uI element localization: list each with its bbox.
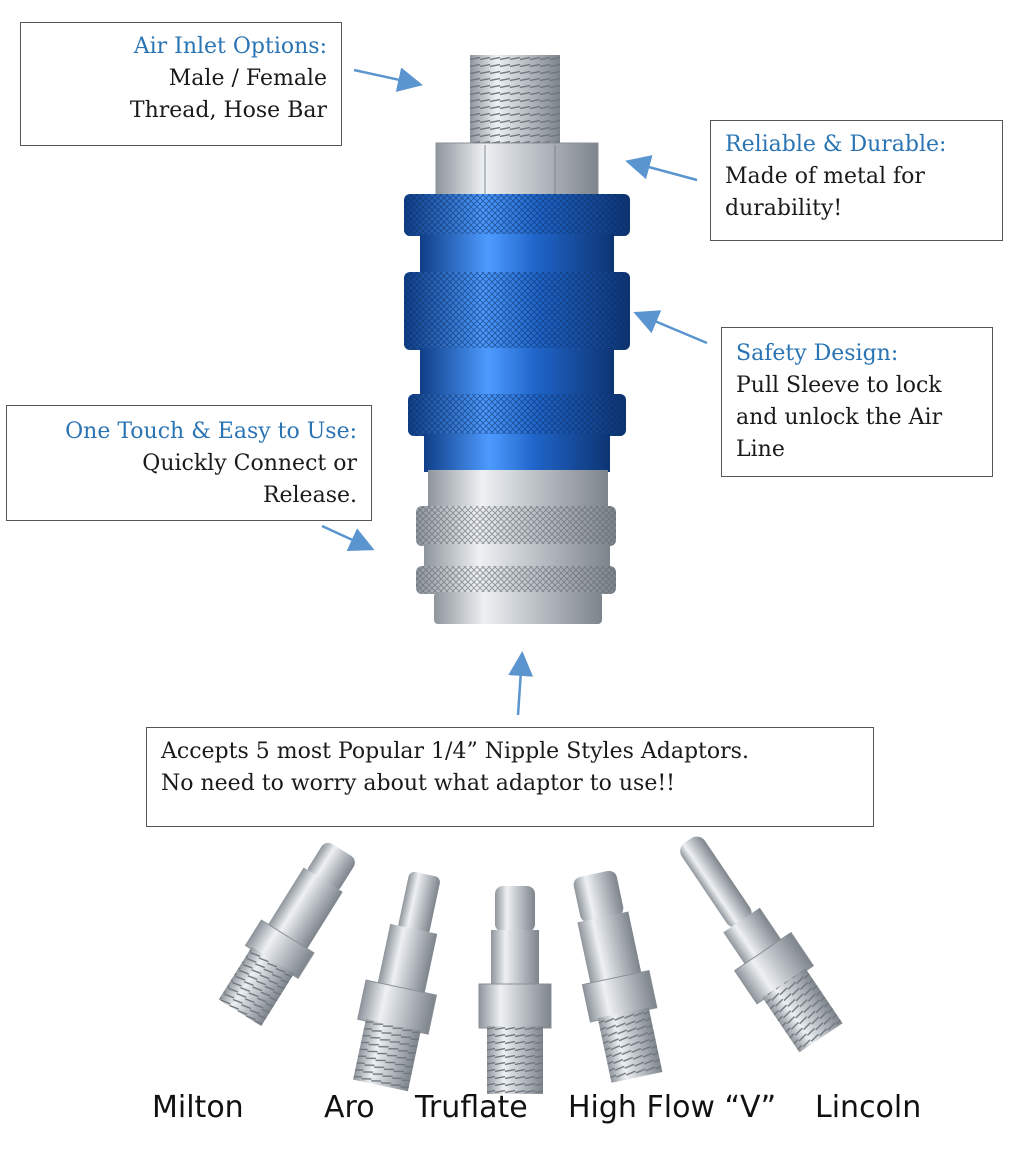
- arrow-icon: [625, 155, 698, 182]
- callout-reliable-durable: Reliable & Durable: Made of metal for du…: [710, 120, 1003, 241]
- callout-body: Made of metal for durability!: [725, 164, 925, 221]
- arrow-icon: [508, 651, 534, 716]
- callout-title: Safety Design:: [736, 341, 899, 366]
- callout-air-inlet-options: Air Inlet Options: Male / Female Thread,…: [20, 22, 342, 146]
- nipple-label-lincoln: Lincoln: [815, 1090, 922, 1125]
- callout-title: One Touch & Easy to Use:: [65, 419, 357, 444]
- callout-safety-design: Safety Design: Pull Sleeve to lock and u…: [721, 327, 993, 477]
- nipple-plug-truflate-illustration: [478, 886, 552, 1094]
- callout-body: Pull Sleeve to lock and unlock the Air L…: [736, 373, 943, 462]
- callout-body: Accepts 5 most Popular 1/4” Nipple Style…: [161, 739, 749, 796]
- nipple-plug-lincoln-illustration: [680, 836, 843, 1053]
- callout-one-touch: One Touch & Easy to Use: Quickly Connect…: [6, 405, 372, 521]
- nipple-label-high-flow-v: High Flow “V”: [568, 1090, 777, 1125]
- arrow-icon: [321, 524, 375, 552]
- callout-title: Air Inlet Options:: [133, 34, 327, 59]
- nipple-label-aro: Aro: [324, 1090, 375, 1125]
- callout-body: Male / Female Thread, Hose Bar: [129, 66, 327, 123]
- arrow-icon: [633, 310, 708, 345]
- callout-accepts-nipple-styles: Accepts 5 most Popular 1/4” Nipple Style…: [146, 727, 874, 827]
- callout-body: Quickly Connect or Release.: [142, 451, 357, 508]
- arrow-icon: [353, 67, 423, 92]
- nipple-plug-high-flow-v-illustration: [573, 870, 663, 1083]
- nipple-label-truflate: Truflate: [415, 1090, 528, 1125]
- callout-title: Reliable & Durable:: [725, 132, 947, 157]
- nipple-plug-aro-illustration: [353, 871, 440, 1092]
- nipple-label-milton: Milton: [152, 1090, 244, 1125]
- nipple-plug-milton-illustration: [218, 842, 355, 1027]
